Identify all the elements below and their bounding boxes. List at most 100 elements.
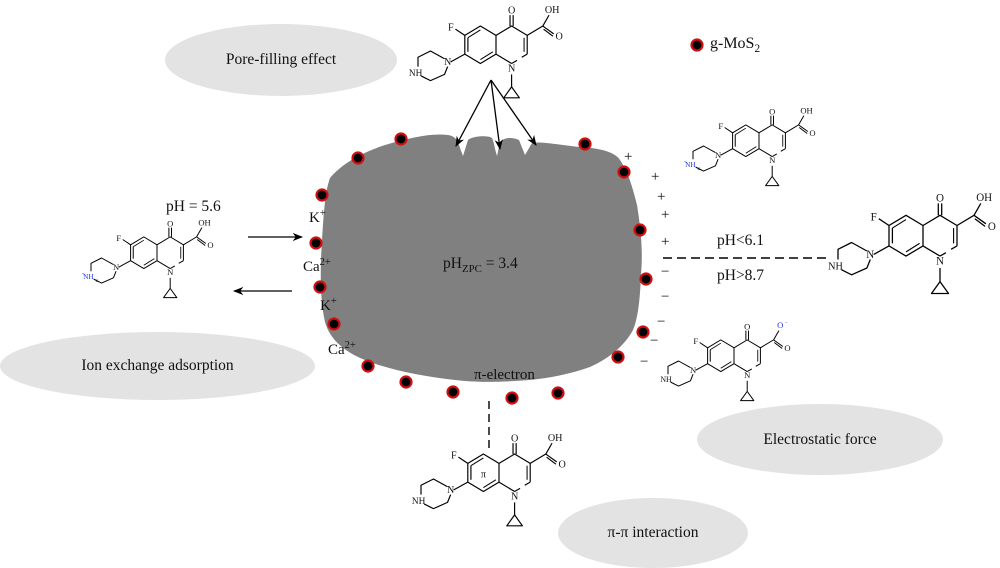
pore-filling-label: Pore-filling effect (225, 51, 337, 68)
atom-label: NH (409, 69, 423, 79)
atom-label: NH (660, 375, 672, 384)
atom-label: O (809, 128, 815, 138)
mos2-particle (578, 137, 592, 151)
pzc-label: pHZPC = 3.4 (443, 255, 518, 276)
negative-charge: − (661, 264, 670, 280)
positive-charge: + (657, 189, 666, 205)
mos2-particle (636, 325, 650, 339)
atom-label: O (769, 106, 775, 116)
pi-electron-label: π-electron (474, 367, 535, 383)
ion-ca-2: Ca2+ (328, 340, 356, 358)
mos2-particle (327, 317, 341, 331)
mos2-particle (315, 188, 329, 202)
mos2-particle (313, 280, 327, 294)
ion-k-2: K+ (320, 296, 337, 314)
atom-label: O (511, 434, 518, 445)
negative-charge: − (640, 354, 649, 370)
atom-label: N (113, 262, 119, 272)
atom-label: N (508, 63, 516, 74)
atom-label: N (167, 267, 173, 277)
atom-label: O (207, 240, 213, 250)
mos2-particle (394, 132, 408, 146)
atom-label: OH (548, 433, 563, 444)
protonated-amine: NH (685, 161, 696, 169)
g-mos2-particles (309, 132, 653, 405)
atom-label: O (744, 321, 750, 331)
pore-arrow-1 (455, 79, 492, 147)
atom-label: O (167, 218, 173, 228)
negative-charge: − (661, 289, 670, 305)
positive-charge: + (651, 169, 660, 185)
mos2-particle (617, 165, 631, 179)
mos2-particle (351, 151, 365, 165)
ph-upper-label: pH<6.1 (717, 232, 765, 249)
ion-ca-1: Ca2+ (303, 257, 331, 275)
subscript: 2 (96, 278, 99, 283)
atom-label: OH (976, 192, 992, 204)
negative-charge: − (657, 314, 666, 330)
atom-label: NH (828, 262, 843, 273)
ion-exchange-ellipse: Ion exchange adsorption (0, 332, 315, 400)
protonated-amine: NH (83, 273, 94, 281)
atom-label: OH (198, 218, 210, 228)
atom-label: N (744, 370, 750, 380)
ion-exchange-ph-label: pH = 5.6 (166, 198, 221, 215)
atom-label: N (447, 485, 455, 496)
atom-label: F (871, 211, 877, 223)
pore-arrow-2 (490, 79, 503, 151)
pore-filling-ellipse: Pore-filling effect (165, 24, 397, 96)
carboxylate-oxygen: O (777, 320, 783, 330)
ciprofloxacin-cationic-right: O OH O F N N NH+2 (684, 106, 816, 187)
atom-label: F (116, 233, 121, 243)
atom-label: F (718, 121, 723, 131)
pi-pi-label: π-π interaction (607, 524, 699, 541)
legend-mos2-marker (690, 38, 704, 52)
ph-lower-label: pH>8.7 (717, 267, 765, 284)
atom-label: N (444, 57, 452, 68)
atom-label: OH (545, 5, 560, 16)
atom-label: NH (412, 497, 426, 507)
ion-k-1: K+ (309, 208, 326, 226)
ciprofloxacin-pi-pi: O OH O F N N NH π (412, 433, 566, 527)
pore-arrow-3 (490, 79, 537, 146)
mos2-particle (639, 272, 653, 286)
atom-label: N (690, 365, 696, 375)
negative-charge: − (785, 320, 788, 326)
mos2-particle (551, 386, 565, 400)
atom-label: O (559, 459, 566, 470)
atom-label: N (866, 249, 874, 261)
atom-label: N (511, 491, 519, 502)
pi-label: π (481, 469, 486, 480)
atom-label: O (784, 343, 790, 353)
atom-label: F (451, 451, 457, 462)
negative-charge: − (650, 333, 659, 349)
mos2-particle (633, 223, 647, 237)
positive-charge: + (684, 159, 687, 164)
electrostatic-label: Electrostatic force (763, 430, 877, 448)
atom-label: N (769, 155, 775, 165)
mos2-particle (399, 375, 413, 389)
mos2-particle (505, 391, 519, 405)
adsorbent-surface (320, 134, 642, 382)
atom-label: O (988, 221, 996, 233)
mos2-particle (446, 385, 460, 399)
mos2-particle (309, 236, 323, 250)
atom-label: O (936, 193, 944, 205)
atom-label: O (556, 31, 563, 42)
electrostatic-ellipse: Electrostatic force (697, 404, 943, 475)
atom-label: N (715, 150, 721, 160)
pi-pi-ellipse: π-π interaction (558, 498, 748, 568)
positive-charge: + (661, 234, 670, 250)
ciprofloxacin-neutral-right: O OH O F N N NH (828, 192, 996, 295)
atom-label: OH (800, 106, 812, 116)
atom-label: N (936, 256, 944, 268)
atom-label: F (693, 336, 698, 346)
subscript: 2 (698, 166, 701, 171)
ion-exchange-label: Ion exchange adsorption (81, 357, 234, 374)
atom-label: O (508, 6, 515, 17)
positive-charge: + (661, 207, 670, 223)
